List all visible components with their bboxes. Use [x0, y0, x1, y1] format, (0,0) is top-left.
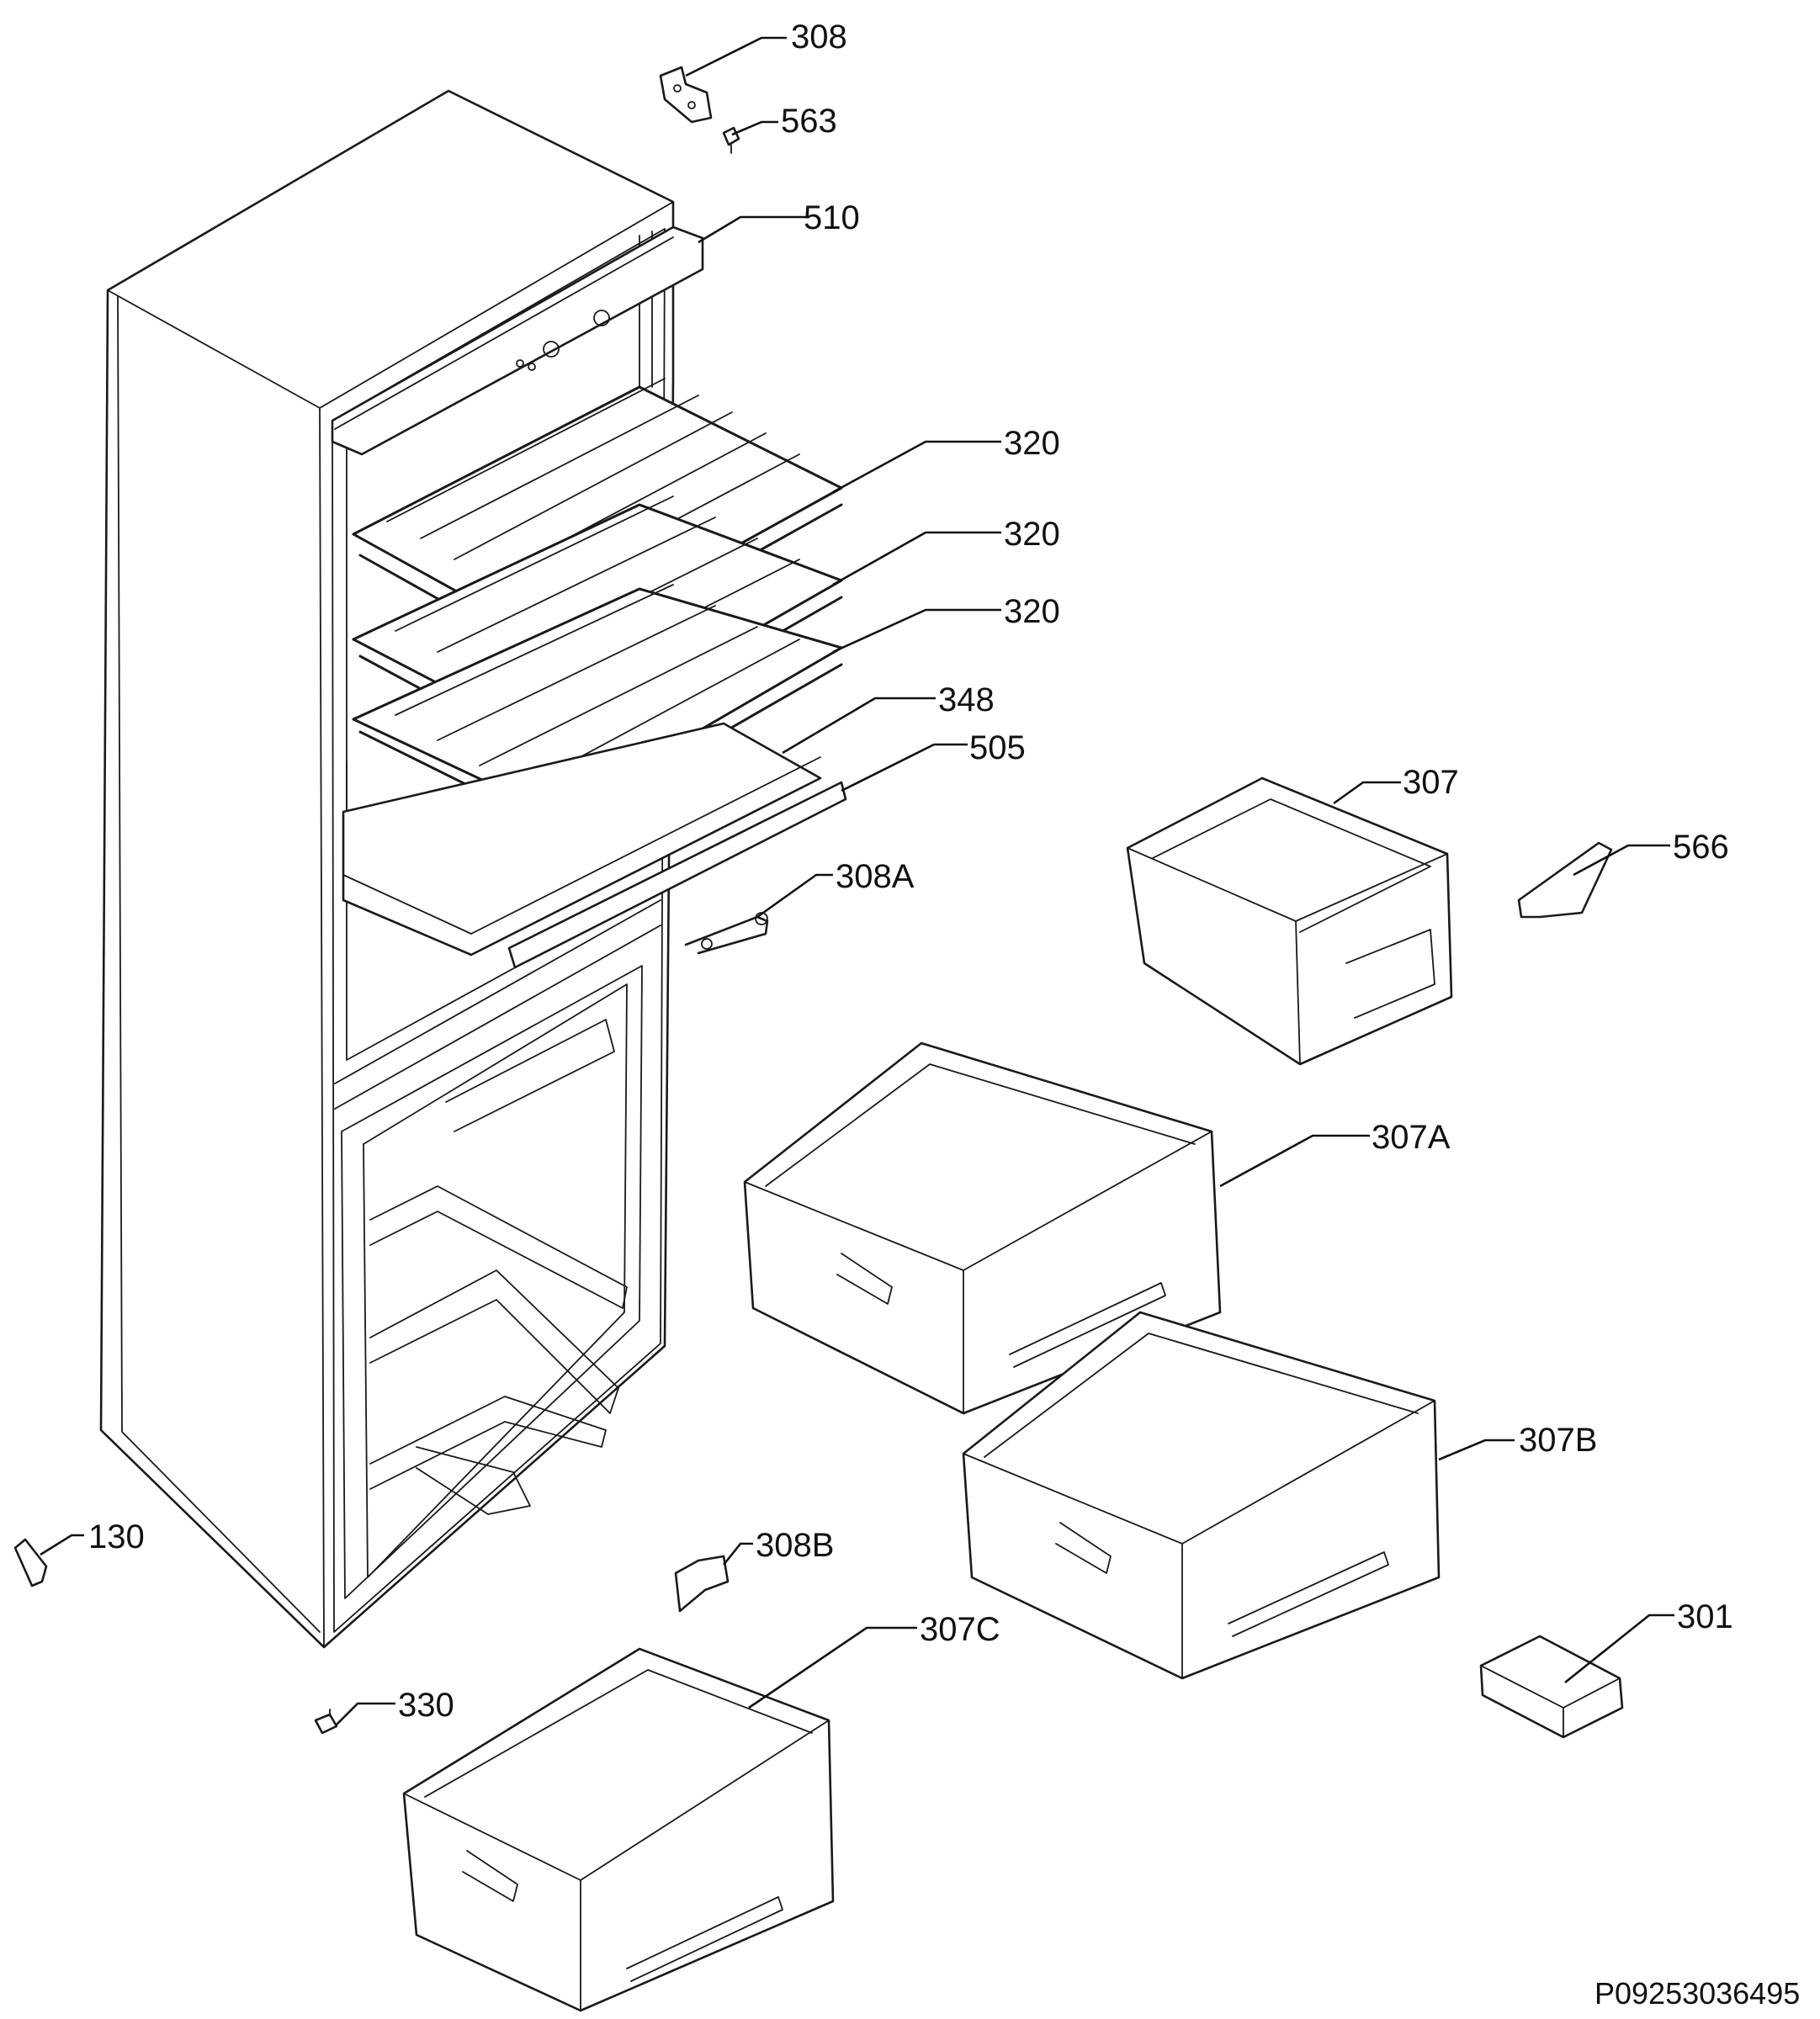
label-563: 563: [781, 103, 837, 140]
label-308: 308: [791, 19, 847, 56]
label-301: 301: [1677, 1598, 1733, 1635]
label-330: 330: [398, 1687, 454, 1724]
leader-lines: [40, 36, 1674, 1725]
label-320-lower: 320: [1004, 593, 1060, 630]
label-320-middle: 320: [1004, 516, 1060, 553]
screw-563: [722, 126, 740, 154]
label-348: 348: [938, 681, 995, 718]
label-307: 307: [1403, 764, 1459, 801]
label-308B: 308B: [756, 1527, 834, 1564]
part-labels: 308 563 510 320 320 320 348 505 308A 307…: [88, 19, 1733, 1724]
label-308A: 308A: [836, 858, 915, 895]
diagram-code: P09253036495: [1594, 1976, 1800, 2011]
label-505: 505: [969, 729, 1026, 766]
hinge-308A: [684, 912, 769, 955]
ice-tray-301: [1479, 1635, 1624, 1739]
hinge-308: [659, 66, 713, 124]
glass-plate-348: [342, 722, 822, 957]
hinge-308B: [674, 1555, 730, 1613]
freezer-drawer-307A: [743, 1041, 1222, 1415]
label-130: 130: [88, 1518, 145, 1555]
label-510: 510: [804, 199, 860, 236]
label-307A: 307A: [1372, 1119, 1451, 1156]
label-307C: 307C: [920, 1611, 1000, 1648]
screw-330: [314, 1709, 338, 1735]
shelf-support-566: [1517, 841, 1613, 919]
label-566: 566: [1673, 829, 1729, 866]
shelf-trim-505: [507, 781, 847, 969]
label-307B: 307B: [1519, 1422, 1597, 1459]
control-panel-510: [331, 225, 704, 456]
freezer-drawer-307C: [402, 1647, 835, 2012]
freezer-drawer-307B: [962, 1311, 1441, 1680]
label-320-top: 320: [1004, 425, 1060, 462]
adjustable-foot-130: [13, 1538, 48, 1587]
crisper-307: [1126, 776, 1453, 1066]
